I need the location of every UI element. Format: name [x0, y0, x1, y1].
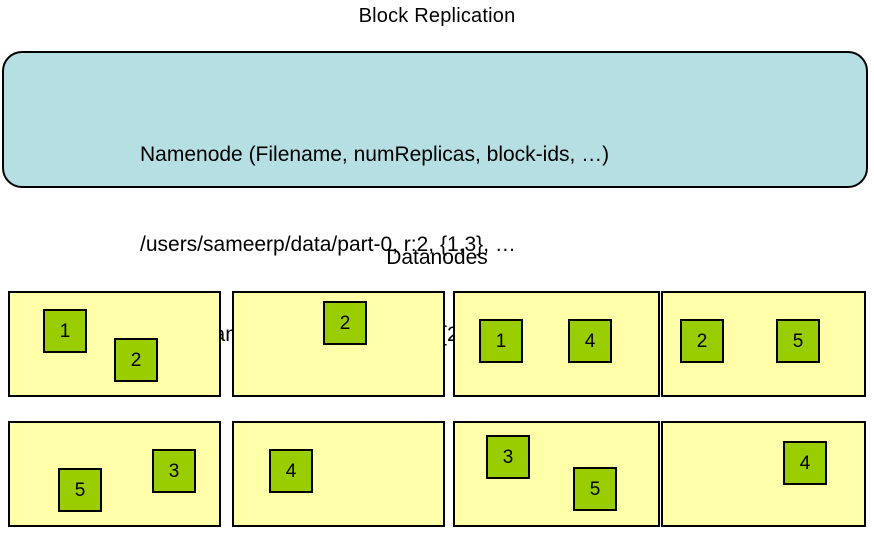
namenode-entry-line-0: /users/sameerp/data/part-0, r:2, {1,3}, … — [140, 233, 516, 256]
datanode-7[interactable]: 4 — [661, 421, 866, 527]
namenode-panel: Namenode (Filename, numReplicas, block-i… — [2, 51, 868, 346]
block-4[interactable]: 4 — [269, 449, 313, 493]
block-2[interactable]: 2 — [680, 319, 724, 363]
block-2[interactable]: 2 — [323, 301, 367, 345]
datanode-5[interactable]: 4 — [232, 421, 445, 527]
block-3[interactable]: 3 — [152, 449, 196, 493]
block-4[interactable]: 4 — [568, 319, 612, 363]
block-1[interactable]: 1 — [479, 319, 523, 363]
block-5[interactable]: 5 — [573, 467, 617, 511]
page-title: Block Replication — [358, 5, 516, 27]
block-5[interactable]: 5 — [776, 319, 820, 363]
block-5[interactable]: 5 — [58, 468, 102, 512]
block-1[interactable]: 1 — [43, 309, 87, 353]
block-2[interactable]: 2 — [114, 338, 158, 382]
datanode-1[interactable]: 2 — [232, 291, 445, 397]
datanodes-section-label: Datanodes — [386, 246, 488, 269]
namenode-header-line: Namenode (Filename, numReplicas, block-i… — [140, 143, 610, 166]
block-3[interactable]: 3 — [486, 435, 530, 479]
block-4[interactable]: 4 — [783, 441, 827, 485]
